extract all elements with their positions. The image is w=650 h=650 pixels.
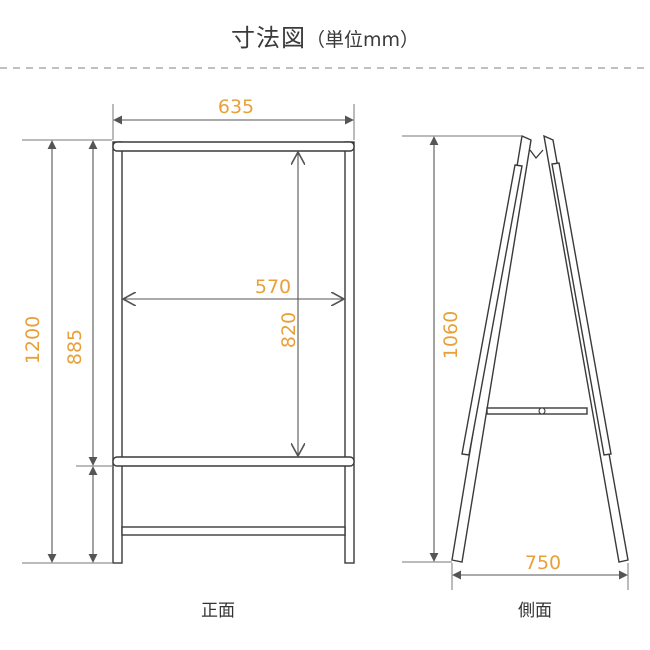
dim-label-635: 635: [218, 96, 254, 118]
side-view: 1060 750 側面: [402, 134, 629, 621]
front-board-bottom-bar: [112, 456, 355, 467]
stay-pivot: [538, 407, 546, 415]
page-title: 寸法図（単位mm）: [0, 18, 650, 53]
front-view: 635 570 820 1200 885 正面: [22, 96, 355, 621]
side-caption: 側面: [518, 601, 552, 621]
side-left-panel: [461, 164, 523, 456]
side-stay-bar: [486, 407, 588, 415]
title-unit: （単位mm）: [305, 29, 420, 51]
front-top-bar: [112, 141, 355, 152]
dim-label-750: 750: [525, 552, 561, 574]
front-left-leg: [112, 141, 123, 564]
side-left-leg: [451, 134, 532, 563]
front-lower-crossbar: [121, 526, 346, 536]
side-right-panel: [551, 162, 612, 456]
dim-label-1060: 1060: [440, 311, 462, 359]
dim-label-1200: 1200: [22, 316, 44, 364]
hinge: [529, 149, 544, 160]
title-main: 寸法図: [230, 24, 306, 52]
front-right-leg: [344, 141, 355, 564]
dim-label-570: 570: [255, 276, 291, 298]
dim-label-820: 820: [278, 312, 300, 348]
front-caption: 正面: [201, 601, 235, 621]
dim-label-885: 885: [64, 329, 86, 365]
